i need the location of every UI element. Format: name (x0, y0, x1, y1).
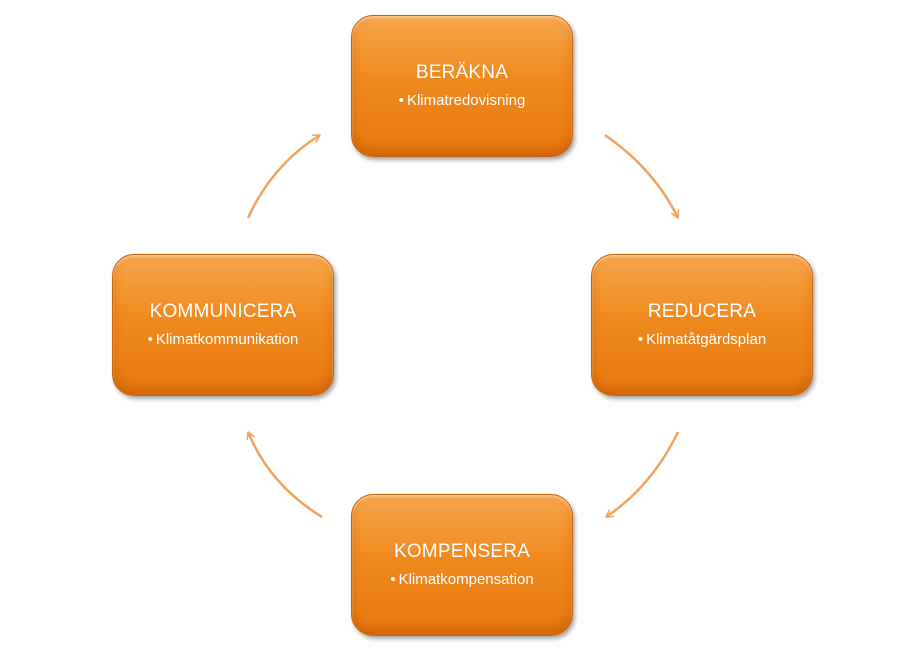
arrow-reducera-to-kompensera (605, 431, 680, 519)
node-title: KOMPENSERA (393, 541, 531, 562)
arrow-kommunicera-to-berakna (246, 133, 321, 219)
node-bullet-item: Klimatredovisning (399, 91, 525, 111)
node-berakna: BERÄKNA Klimatredovisning (351, 15, 573, 157)
node-kommunicera: KOMMUNICERA Klimatkommunikation (112, 254, 334, 396)
node-bullet-item: Klimatkommunikation (148, 330, 299, 350)
node-kompensera: KOMPENSERA Klimatkompensation (351, 494, 573, 636)
arrow-kompensera-to-kommunicera (246, 431, 323, 519)
node-bullet-item: Klimatåtgärdsplan (638, 330, 766, 350)
node-bullet-item: Klimatkompensation (390, 570, 534, 590)
arrow-berakna-to-reducera (604, 133, 680, 219)
node-title: REDUCERA (647, 301, 757, 322)
node-title: KOMMUNICERA (149, 301, 297, 322)
node-reducera: REDUCERA Klimatåtgärdsplan (591, 254, 813, 396)
node-title: BERÄKNA (415, 62, 509, 83)
